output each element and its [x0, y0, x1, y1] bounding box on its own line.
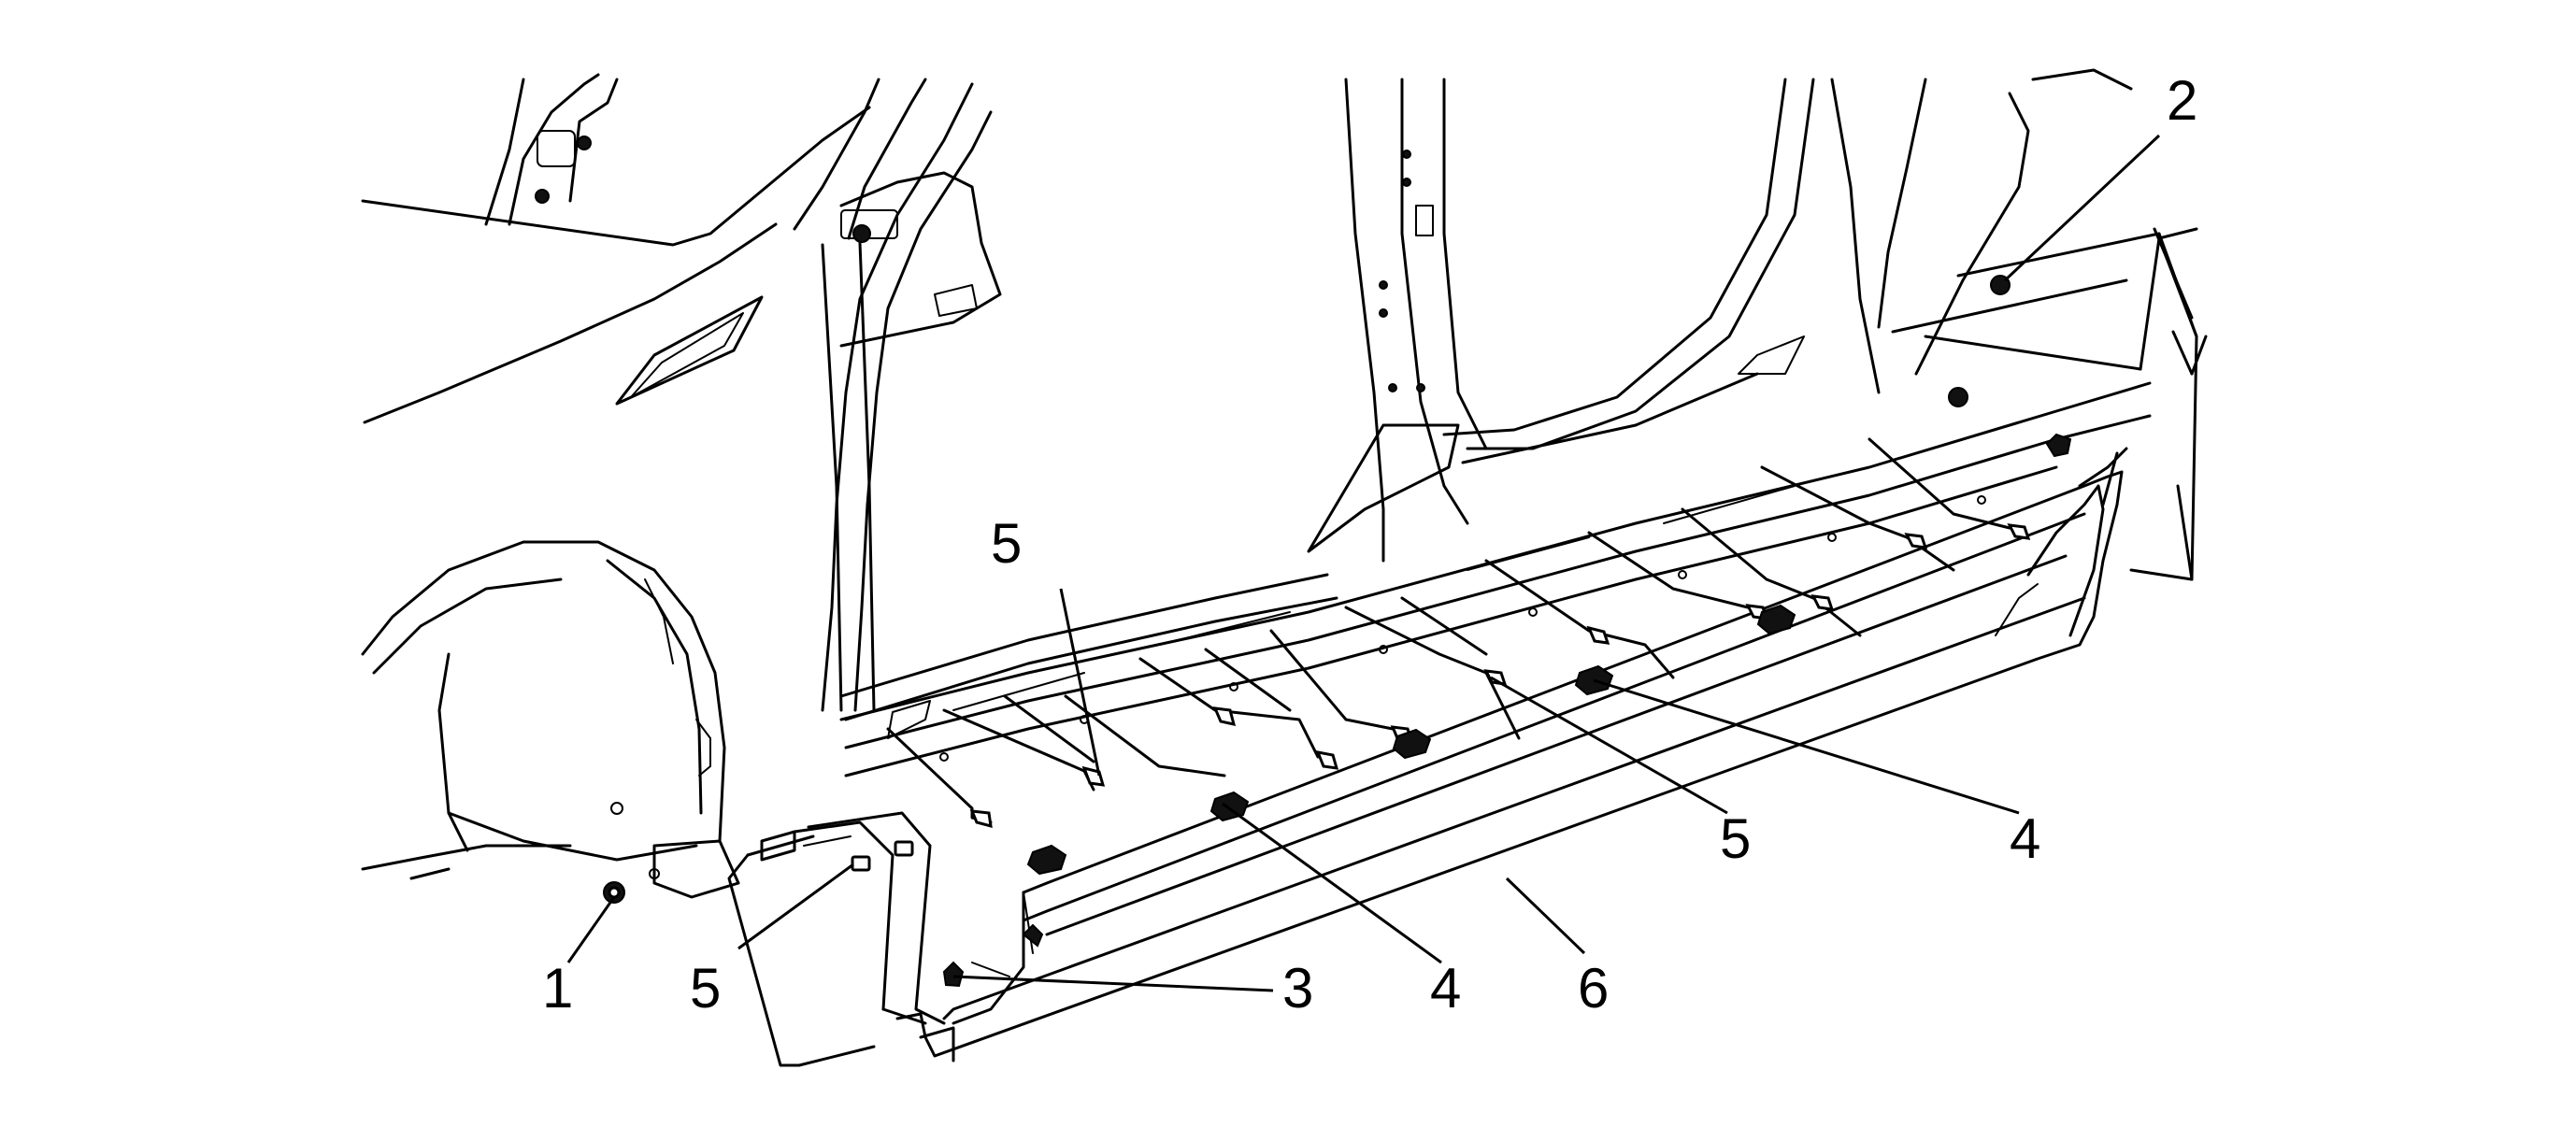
callout-labels: 1 2 3 4 4 5 5 5 6 — [542, 69, 2197, 1020]
callout-4-front: 4 — [1430, 957, 1461, 1020]
molding-backing-plane — [727, 227, 2208, 1067]
vehicle-body — [361, 68, 2133, 899]
retainer-clips — [886, 437, 2031, 829]
push-in-retainers — [1026, 604, 1796, 876]
callout-1: 1 — [542, 957, 573, 1020]
callout-6: 6 — [1578, 957, 1609, 1020]
callout-5-upper: 5 — [991, 512, 1022, 575]
callout-3: 3 — [1282, 957, 1313, 1020]
callout-4-rear: 4 — [2010, 807, 2040, 870]
leader-lines — [566, 134, 2161, 992]
callout-5-front: 5 — [690, 957, 721, 1020]
fasteners — [603, 275, 2072, 988]
body-sill-flange — [839, 381, 2152, 777]
callout-5-rear: 5 — [1720, 807, 1751, 870]
front-retainer-bracket — [760, 811, 946, 1025]
rocker-molding — [895, 447, 2128, 1063]
callout-2: 2 — [2167, 69, 2197, 132]
